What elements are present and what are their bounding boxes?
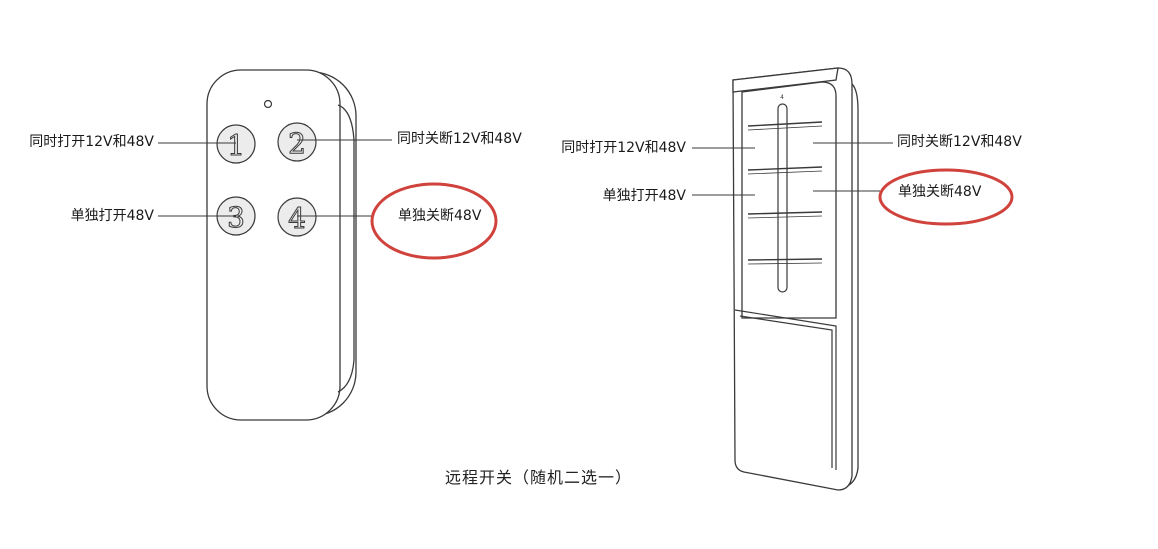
remote-b-center-slot bbox=[777, 103, 788, 293]
label-btn1: 同时打开12V和48V bbox=[29, 134, 154, 150]
highlight-circle-remote-a bbox=[370, 182, 498, 260]
remote-a-body bbox=[206, 69, 357, 421]
label-btn2: 同时关断12V和48V bbox=[397, 131, 522, 147]
button-1-numeral: 1 bbox=[227, 129, 245, 162]
remote-a-leader-lines bbox=[158, 139, 392, 217]
highlight-circle-remote-b bbox=[878, 168, 1014, 226]
label-b-left-bottom: 单独打开48V bbox=[602, 188, 686, 204]
label-btn4: 单独关断48V bbox=[398, 208, 482, 224]
remote-b-button-dividers bbox=[747, 121, 823, 265]
remote-b-top-mark: 4 bbox=[780, 94, 784, 101]
label-b-right-bottom: 单独关断48V bbox=[898, 184, 982, 200]
led-indicator bbox=[263, 99, 273, 109]
button-2-numeral: 2 bbox=[288, 127, 306, 160]
label-b-right-top: 同时关断12V和48V bbox=[897, 134, 1022, 150]
button-4-numeral: 4 bbox=[288, 202, 306, 235]
label-b-left-top: 同时打开12V和48V bbox=[561, 140, 686, 156]
label-btn3: 单独打开48V bbox=[70, 208, 154, 224]
remote-a-button-2: 2 bbox=[277, 122, 317, 162]
remote-a-button-4: 4 bbox=[277, 197, 317, 237]
figure-caption: 远程开关（随机二选一） bbox=[445, 468, 633, 487]
remote-a-button-3: 3 bbox=[216, 196, 256, 236]
remote-b-clip-cover bbox=[734, 309, 837, 470]
remote-a-button-1: 1 bbox=[216, 124, 256, 164]
remote-b-body bbox=[732, 67, 859, 491]
remote-b-leader-lines bbox=[692, 142, 893, 196]
button-3-numeral: 3 bbox=[227, 201, 245, 234]
